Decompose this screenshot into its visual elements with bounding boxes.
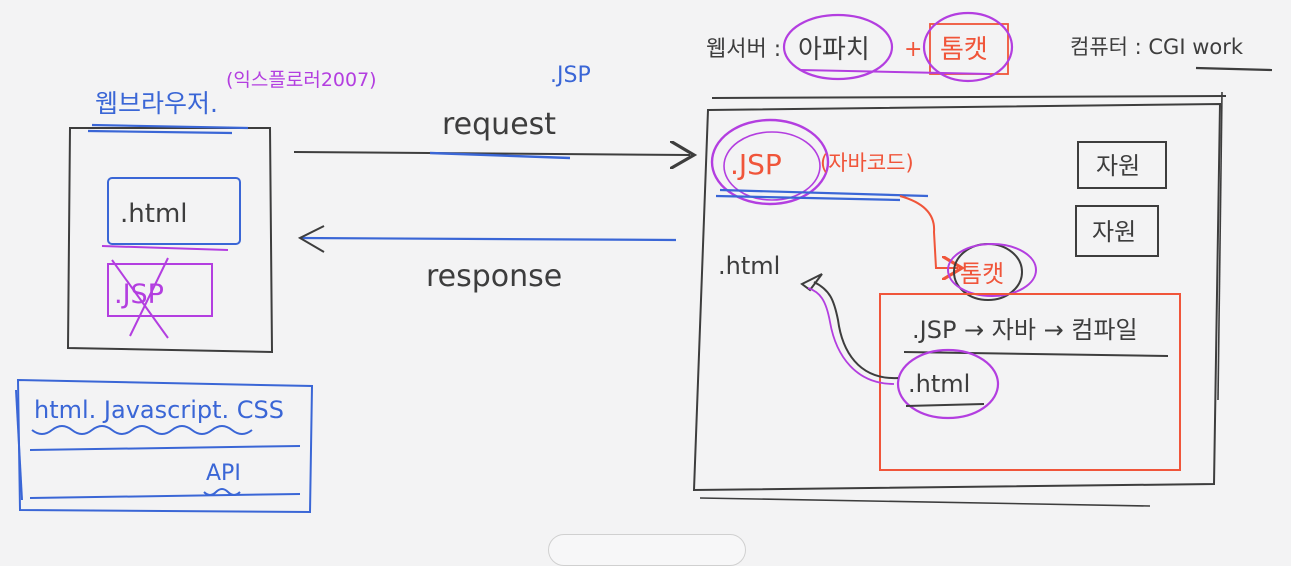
browser-title-underline	[87, 123, 249, 135]
browser-jsp-strike	[111, 257, 169, 339]
computer-label: 컴퓨터 : CGI work	[1070, 35, 1244, 59]
resource-box-2	[1075, 205, 1159, 257]
plus-sign: +	[904, 37, 922, 62]
browser-frame	[66, 127, 274, 354]
resource-box-1	[1077, 141, 1167, 189]
apache-label: 아파치	[798, 35, 870, 65]
inner-html-circle	[896, 348, 1000, 420]
server-header: 웹서버 : 아파치 + 톰캣 컴퓨터 : CGI work	[706, 11, 1273, 83]
server-html-output: .html	[718, 252, 780, 280]
server-box: .JSP (자바코드) 자원 자원 톰캣 .html .JSP → 자바 → 컴…	[692, 91, 1227, 507]
tomcat-label: 톰캣	[940, 35, 988, 65]
diagram-canvas: 웹브라우저. (익스플로러2007) .html .JSP .JSP reque…	[15, 11, 1273, 514]
server-jsp-label: .JSP	[730, 148, 782, 181]
browser-html-underline	[101, 245, 229, 251]
jsp-to-tomcat-arrow	[899, 195, 958, 268]
browser-jsp-box	[107, 263, 213, 317]
browser-group: 웹브라우저. (익스플로러2007) .html .JSP	[66, 69, 377, 354]
resource-label-1: 자원	[1096, 152, 1140, 180]
browser-title: 웹브라우저.	[95, 89, 218, 118]
server-jsp-circle	[710, 118, 830, 206]
html-return-arrow	[813, 281, 899, 380]
tomcat-inner-label: 톰캣	[960, 260, 1004, 288]
tech-box-line1: html. Javascript. CSS	[34, 396, 284, 424]
tech-box-line2: API	[206, 461, 241, 486]
bottom-toolbar-pill[interactable]	[548, 534, 746, 566]
apache-circle	[782, 13, 894, 81]
resource-label-2: 자원	[1092, 218, 1136, 246]
compile-line: .JSP → 자바 → 컴파일	[912, 316, 1138, 344]
browser-html-label: .html	[120, 199, 188, 229]
server-header-prefix: 웹서버 :	[706, 37, 781, 62]
browser-html-box	[107, 177, 241, 245]
tech-box: html. Javascript. CSS API	[15, 378, 314, 514]
jsp-top-label: .JSP	[550, 63, 591, 88]
inner-html-label: .html	[908, 370, 970, 398]
response-label: response	[426, 259, 562, 294]
server-jsp-note: (자바코드)	[820, 151, 914, 175]
request-label: request	[442, 107, 556, 142]
response-arrow: response	[297, 225, 677, 294]
server-frame	[692, 102, 1222, 492]
browser-note: (익스플로러2007)	[226, 69, 377, 91]
request-arrow: request	[293, 107, 690, 158]
tech-box-squiggle	[31, 425, 253, 435]
tomcat-circle	[922, 11, 1014, 83]
